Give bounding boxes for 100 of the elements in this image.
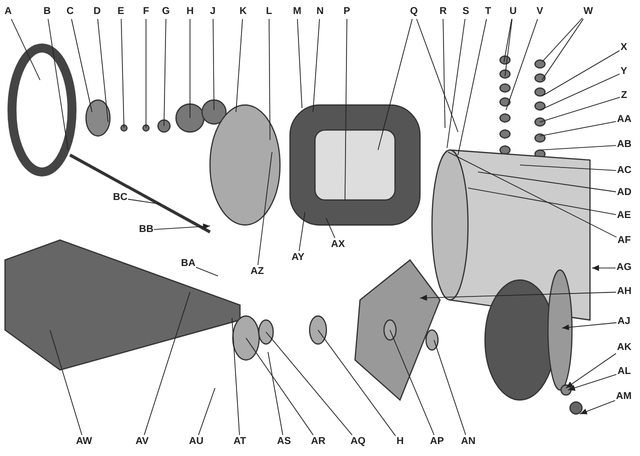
callout-letter: Z <box>621 90 628 102</box>
leader-line <box>268 352 284 436</box>
callout-letter: AE <box>617 210 631 222</box>
callout-letter: AW <box>76 436 92 448</box>
callout-letter: Q <box>410 6 418 18</box>
leader-line <box>318 330 396 436</box>
leader-line <box>592 265 616 271</box>
callout-letter: AZ <box>250 266 264 278</box>
leader-line <box>258 152 272 266</box>
leader-line <box>448 152 617 238</box>
leader-line <box>144 292 190 436</box>
callout-letter: AA <box>617 114 632 126</box>
callout-letter: AP <box>430 436 444 448</box>
callout-letter: AH <box>617 286 632 298</box>
callout-letter: M <box>293 6 302 18</box>
leader-line <box>540 74 620 110</box>
callout-letter: P <box>344 6 350 18</box>
leader-line <box>97 18 108 122</box>
leader-line <box>298 212 306 252</box>
callout-letter: AK <box>617 342 632 354</box>
callout-letter: D <box>94 6 101 18</box>
leader-line <box>568 374 617 391</box>
callout-letter: AF <box>618 235 631 247</box>
callout-letter: AX <box>331 239 345 251</box>
callout-letter: AJ <box>618 316 630 328</box>
leader-line <box>120 18 124 128</box>
leader-line <box>212 18 214 110</box>
leader-line <box>542 50 620 96</box>
callout-letter: C <box>66 6 74 18</box>
callout-letter: G <box>162 6 170 18</box>
callout-letter: B <box>44 6 51 18</box>
callout-letter: F <box>143 6 150 18</box>
callout-letter: AB <box>617 139 632 151</box>
callout-letter: BB <box>139 224 154 236</box>
leader-line <box>542 18 584 80</box>
callout-letter: AN <box>461 436 476 448</box>
callout-letter: AR <box>311 436 326 448</box>
leader-line <box>48 18 68 150</box>
leader-line <box>416 18 458 132</box>
leader-line <box>446 18 466 148</box>
leader-line <box>434 340 466 436</box>
leader-line <box>326 218 336 238</box>
leader-line <box>128 198 160 204</box>
callout-letter: AD <box>617 187 632 199</box>
callout-letter: AL <box>618 366 631 378</box>
leader-line <box>520 164 616 171</box>
leader-line <box>420 292 616 301</box>
leader-line <box>580 400 616 414</box>
leader-line <box>71 18 92 112</box>
leader-line <box>268 18 270 140</box>
leader-line <box>468 188 616 215</box>
leader-line <box>506 18 538 110</box>
leader-line <box>478 172 616 192</box>
leader-line <box>542 18 583 62</box>
callout-letter: H <box>186 6 194 18</box>
leader-line <box>540 96 620 122</box>
callout-letter: AQ <box>350 436 366 448</box>
callout-letter: J <box>210 6 216 18</box>
leader-line <box>344 18 348 200</box>
callout-letter: N <box>316 6 324 18</box>
leader-line <box>504 18 512 76</box>
leader-line <box>540 121 616 136</box>
callout-letter: L <box>266 6 272 18</box>
leader-line <box>266 332 352 436</box>
leader-line <box>50 330 82 436</box>
leader-line <box>236 18 243 112</box>
leader-line <box>390 330 434 436</box>
callout-letter: AS <box>277 436 291 448</box>
callout-letter: E <box>118 6 124 18</box>
callout-letter: Y <box>620 66 628 78</box>
callout-letter: AY <box>292 252 304 264</box>
callout-letter: AU <box>189 436 204 448</box>
leader-line <box>312 18 320 112</box>
callout-letter: AT <box>234 436 246 448</box>
callout-letter: V <box>536 6 544 18</box>
leader-line <box>246 338 314 436</box>
callout-letter: T <box>485 6 492 18</box>
leader-line <box>378 18 413 150</box>
leader-line <box>566 353 616 388</box>
callout-letter: H <box>396 436 404 448</box>
callout-letter: S <box>462 6 470 18</box>
leader-line <box>154 223 210 230</box>
callout-letter: X <box>620 42 628 54</box>
callout-letter: AV <box>136 436 149 448</box>
leader-line <box>198 388 216 436</box>
leader-line <box>458 18 487 156</box>
leader-line <box>297 18 302 108</box>
callout-letter: W <box>584 6 593 18</box>
leader-line <box>504 18 512 62</box>
callout-letter: R <box>440 6 447 18</box>
leader-line <box>442 18 446 128</box>
callout-letter: A <box>4 6 12 18</box>
leader-line <box>196 266 218 276</box>
callout-letter: AC <box>617 165 632 177</box>
callout-letter: BC <box>113 192 128 204</box>
leader-line <box>164 18 166 126</box>
leader-line <box>232 318 240 436</box>
leader-line <box>562 322 617 330</box>
callout-letter: AG <box>616 262 632 274</box>
callout-letter: K <box>240 6 247 18</box>
